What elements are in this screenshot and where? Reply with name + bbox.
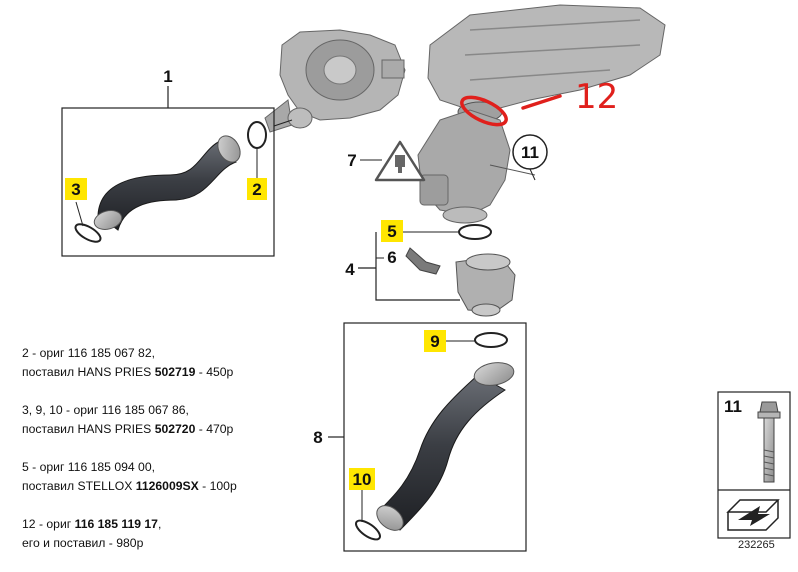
hose-8-clamp-bottom <box>376 505 404 531</box>
callout-11: 11 <box>512 134 548 181</box>
o-ring-5 <box>458 224 492 240</box>
callout-10-label: 10 <box>353 470 372 489</box>
parts-diagram: 12 11 1 2 3 7 4 <box>61 4 791 552</box>
annotation-12: 12 <box>460 77 618 127</box>
callout-2-label: 2 <box>252 180 261 199</box>
box-1: 1 2 3 <box>61 67 293 257</box>
inset-bolt-11: 11 <box>717 391 791 539</box>
callout-7-label: 7 <box>347 151 356 170</box>
note-line: поставил HANS PRIES 502720 - 470р <box>22 422 234 436</box>
note-item: 2 - ориг 116 185 067 82, поставил HANS P… <box>22 344 322 382</box>
callout-11-label: 11 <box>521 143 539 162</box>
document-number: 232265 <box>738 539 775 551</box>
callout-5-label: 5 <box>387 222 396 241</box>
box-8: 8 9 10 <box>313 322 527 552</box>
intake-manifold <box>417 4 666 224</box>
callout-9-highlight <box>424 330 446 352</box>
hose-8 <box>379 374 506 531</box>
o-ring-10 <box>355 519 381 541</box>
note-line: 5 - ориг 116 185 094 00, <box>22 460 156 474</box>
callout-6-label: 6 <box>387 248 396 267</box>
note-line: 3, 9, 10 - ориг 116 185 067 86, <box>22 403 189 417</box>
note-line: поставил STELLOX 1126009SX - 100р <box>22 479 237 493</box>
sensor-7-warning: 7 <box>347 140 426 182</box>
o-ring-2 <box>247 121 267 149</box>
note-line: 2 - ориг 116 185 067 82, <box>22 346 156 360</box>
hose-8-clamp-top <box>473 362 515 386</box>
note-item: 12 - ориг 116 185 119 17, его и поставил… <box>22 515 322 553</box>
hose-1-clamp-top <box>217 135 241 163</box>
annotation-12-line <box>521 94 562 110</box>
callout-3-label: 3 <box>71 180 80 199</box>
o-ring-3 <box>74 223 102 243</box>
callout-3-highlight <box>65 178 87 200</box>
note-line: его и поставил - 980р <box>22 536 144 550</box>
callout-8-label: 8 <box>313 428 322 447</box>
note-line: поставил HANS PRIES 502719 - 450р <box>22 365 234 379</box>
gasket-12-highlight <box>460 95 508 127</box>
note-item: 3, 9, 10 - ориг 116 185 067 86, поставил… <box>22 401 322 439</box>
turbocharger <box>264 29 406 133</box>
callout-10-highlight <box>349 468 375 490</box>
bracket-4: 4 5 6 <box>345 220 516 317</box>
hose-1-clamp-bottom <box>93 210 123 230</box>
note-line: 12 - ориг 116 185 119 17, <box>22 517 162 531</box>
o-ring-9 <box>474 332 508 348</box>
parts-notes: 2 - ориг 116 185 067 82, поставил HANS P… <box>22 344 322 572</box>
note-item: 5 - ориг 116 185 094 00, поставил STELLO… <box>22 458 322 496</box>
callout-4-label: 4 <box>345 260 355 279</box>
callout-2-highlight <box>247 178 267 200</box>
sensor-6 <box>405 247 441 275</box>
annotation-12-label: 12 <box>575 77 618 117</box>
callout-9-label: 9 <box>430 332 439 351</box>
callout-5-highlight <box>381 220 403 242</box>
inset-11-label: 11 <box>724 397 742 416</box>
callout-1-label: 1 <box>163 67 172 86</box>
